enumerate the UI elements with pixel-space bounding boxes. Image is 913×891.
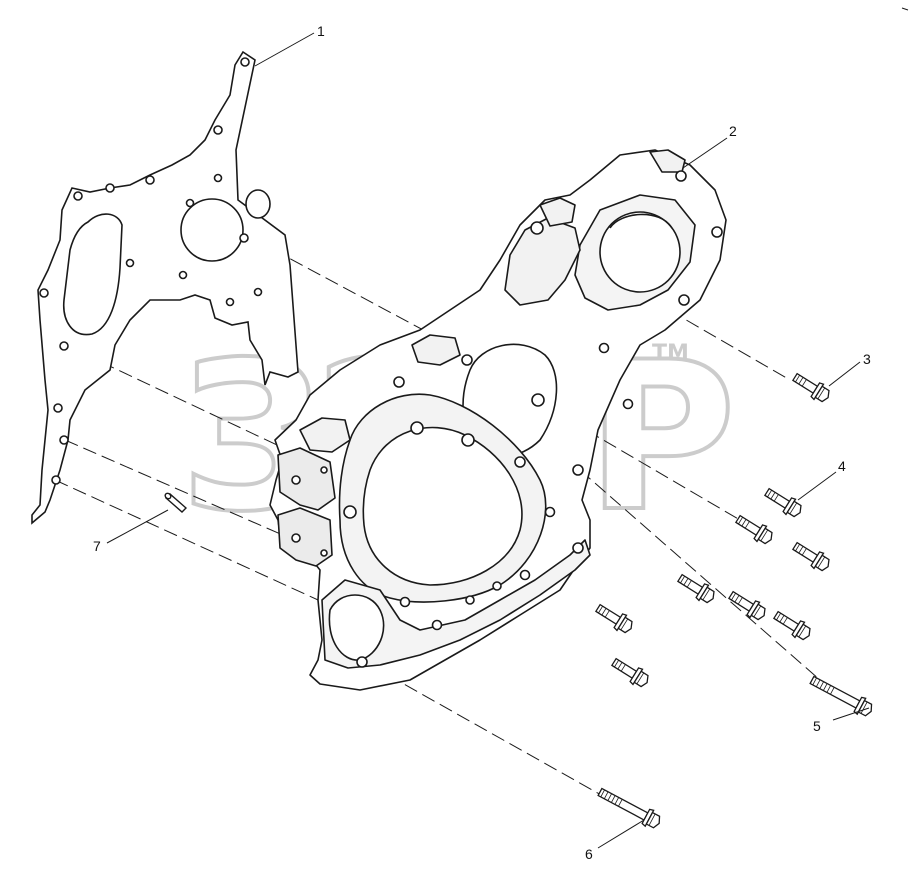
callout-5: 5 [813, 718, 821, 734]
callout-2: 2 [729, 123, 737, 139]
leader-lines [106, 32, 870, 849]
callout-1: 1 [317, 23, 325, 39]
bolt-b [732, 510, 777, 548]
bolt-c [789, 537, 834, 575]
callout-3: 3 [863, 351, 871, 367]
callout-4: 4 [838, 458, 846, 474]
bolt-f [770, 606, 815, 644]
gasket-bolt-holes [39, 57, 263, 485]
cover-bolt-holes [291, 170, 723, 668]
bolt-a [761, 483, 806, 521]
callout-7: 7 [93, 538, 101, 554]
watermark-tm: TM [652, 341, 689, 366]
gasket [31, 50, 299, 525]
corner-mark [901, 7, 909, 11]
callout-6: 6 [585, 846, 593, 862]
dowel-pin [164, 492, 188, 513]
bolt-3 [789, 368, 834, 406]
callout-numbers: 1 2 3 4 5 6 7 [93, 23, 871, 862]
front-cover [269, 149, 727, 691]
bolt-e [725, 586, 770, 624]
bolt-d [674, 569, 719, 607]
bolt-6 [595, 783, 665, 833]
bolt-g [592, 599, 637, 637]
bolt-h [608, 653, 653, 691]
bolt-5 [807, 671, 877, 721]
